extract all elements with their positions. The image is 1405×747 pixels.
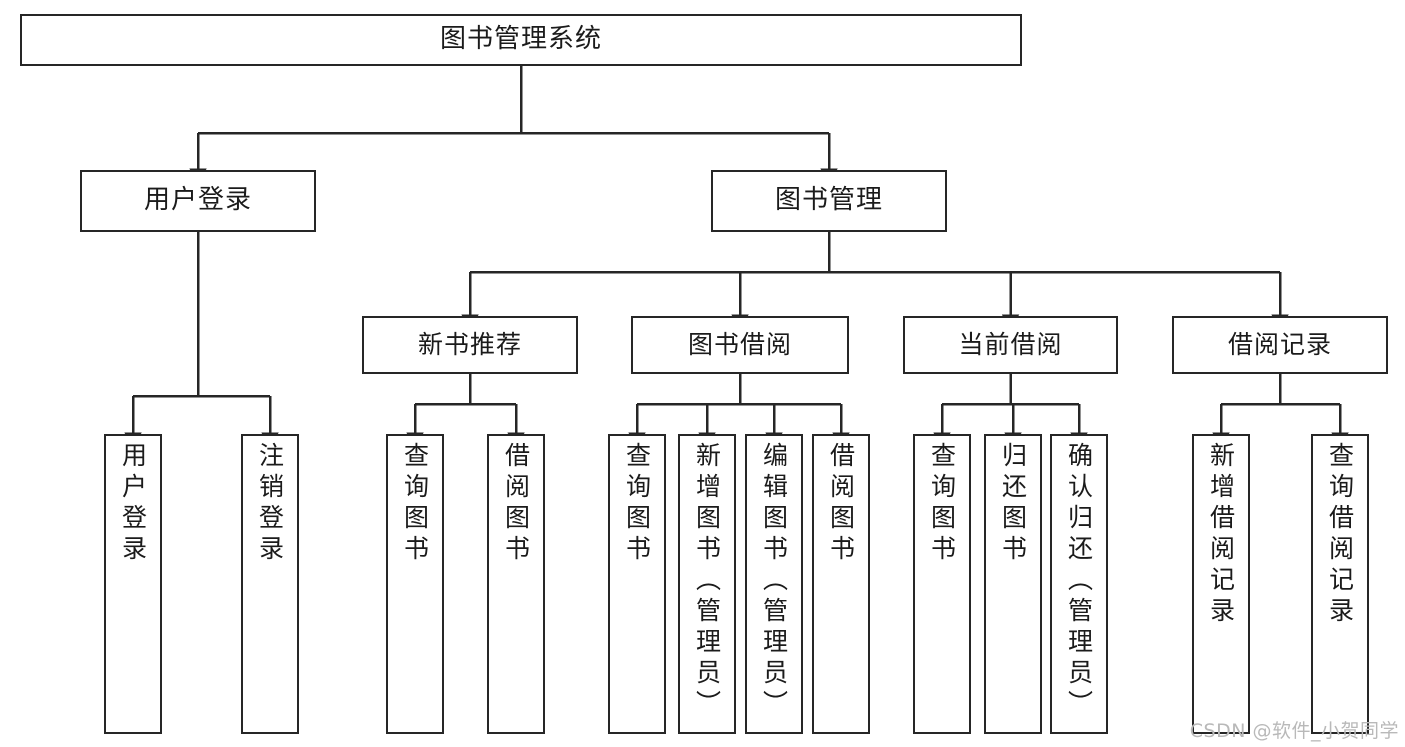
node-label-borrow: 图书借阅 bbox=[687, 329, 792, 359]
node-leaf3[interactable]: 查询图书 bbox=[386, 434, 444, 734]
node-newrec[interactable]: 新书推荐 bbox=[362, 316, 578, 374]
node-current[interactable]: 当前借阅 bbox=[903, 316, 1118, 374]
node-label-records: 借阅记录 bbox=[1227, 329, 1332, 359]
node-label-login: 用户登录 bbox=[143, 185, 252, 216]
node-leaf12[interactable]: 新增借阅记录 bbox=[1192, 434, 1250, 734]
node-label-leaf13: 查询借阅记录 bbox=[1325, 442, 1355, 628]
node-leaf10[interactable]: 归还图书 bbox=[984, 434, 1042, 734]
node-label-root: 图书管理系统 bbox=[439, 24, 602, 55]
node-leaf6[interactable]: 新增图书（管理员） bbox=[678, 434, 736, 734]
node-label-current: 当前借阅 bbox=[958, 329, 1063, 359]
node-label-leaf2: 注销登录 bbox=[255, 442, 285, 566]
node-borrow[interactable]: 图书借阅 bbox=[631, 316, 849, 374]
node-label-leaf12: 新增借阅记录 bbox=[1206, 442, 1236, 628]
node-label-leaf8: 借阅图书 bbox=[826, 442, 856, 566]
node-leaf5[interactable]: 查询图书 bbox=[608, 434, 666, 734]
node-label-bookmgr: 图书管理 bbox=[774, 185, 883, 216]
node-bookmgr[interactable]: 图书管理 bbox=[711, 170, 947, 232]
node-label-leaf3: 查询图书 bbox=[400, 442, 430, 566]
node-label-leaf1: 用户登录 bbox=[118, 442, 148, 566]
node-label-leaf5: 查询图书 bbox=[622, 442, 652, 566]
node-leaf13[interactable]: 查询借阅记录 bbox=[1311, 434, 1369, 734]
node-leaf7[interactable]: 编辑图书（管理员） bbox=[745, 434, 803, 734]
node-login[interactable]: 用户登录 bbox=[80, 170, 316, 232]
node-root[interactable]: 图书管理系统 bbox=[20, 14, 1022, 66]
node-label-leaf6: 新增图书（管理员） bbox=[692, 442, 722, 721]
node-records[interactable]: 借阅记录 bbox=[1172, 316, 1388, 374]
node-leaf11[interactable]: 确认归还（管理员） bbox=[1050, 434, 1108, 734]
node-leaf8[interactable]: 借阅图书 bbox=[812, 434, 870, 734]
node-leaf9[interactable]: 查询图书 bbox=[913, 434, 971, 734]
node-label-leaf4: 借阅图书 bbox=[501, 442, 531, 566]
node-leaf4[interactable]: 借阅图书 bbox=[487, 434, 545, 734]
node-label-leaf11: 确认归还（管理员） bbox=[1064, 442, 1094, 721]
node-label-leaf9: 查询图书 bbox=[927, 442, 957, 566]
node-label-leaf7: 编辑图书（管理员） bbox=[759, 442, 789, 721]
node-label-newrec: 新书推荐 bbox=[417, 329, 522, 359]
node-label-leaf10: 归还图书 bbox=[998, 442, 1028, 566]
node-leaf2[interactable]: 注销登录 bbox=[241, 434, 299, 734]
node-leaf1[interactable]: 用户登录 bbox=[104, 434, 162, 734]
csdn-watermark: CSDN @软件_小贺同学 bbox=[1189, 720, 1399, 742]
